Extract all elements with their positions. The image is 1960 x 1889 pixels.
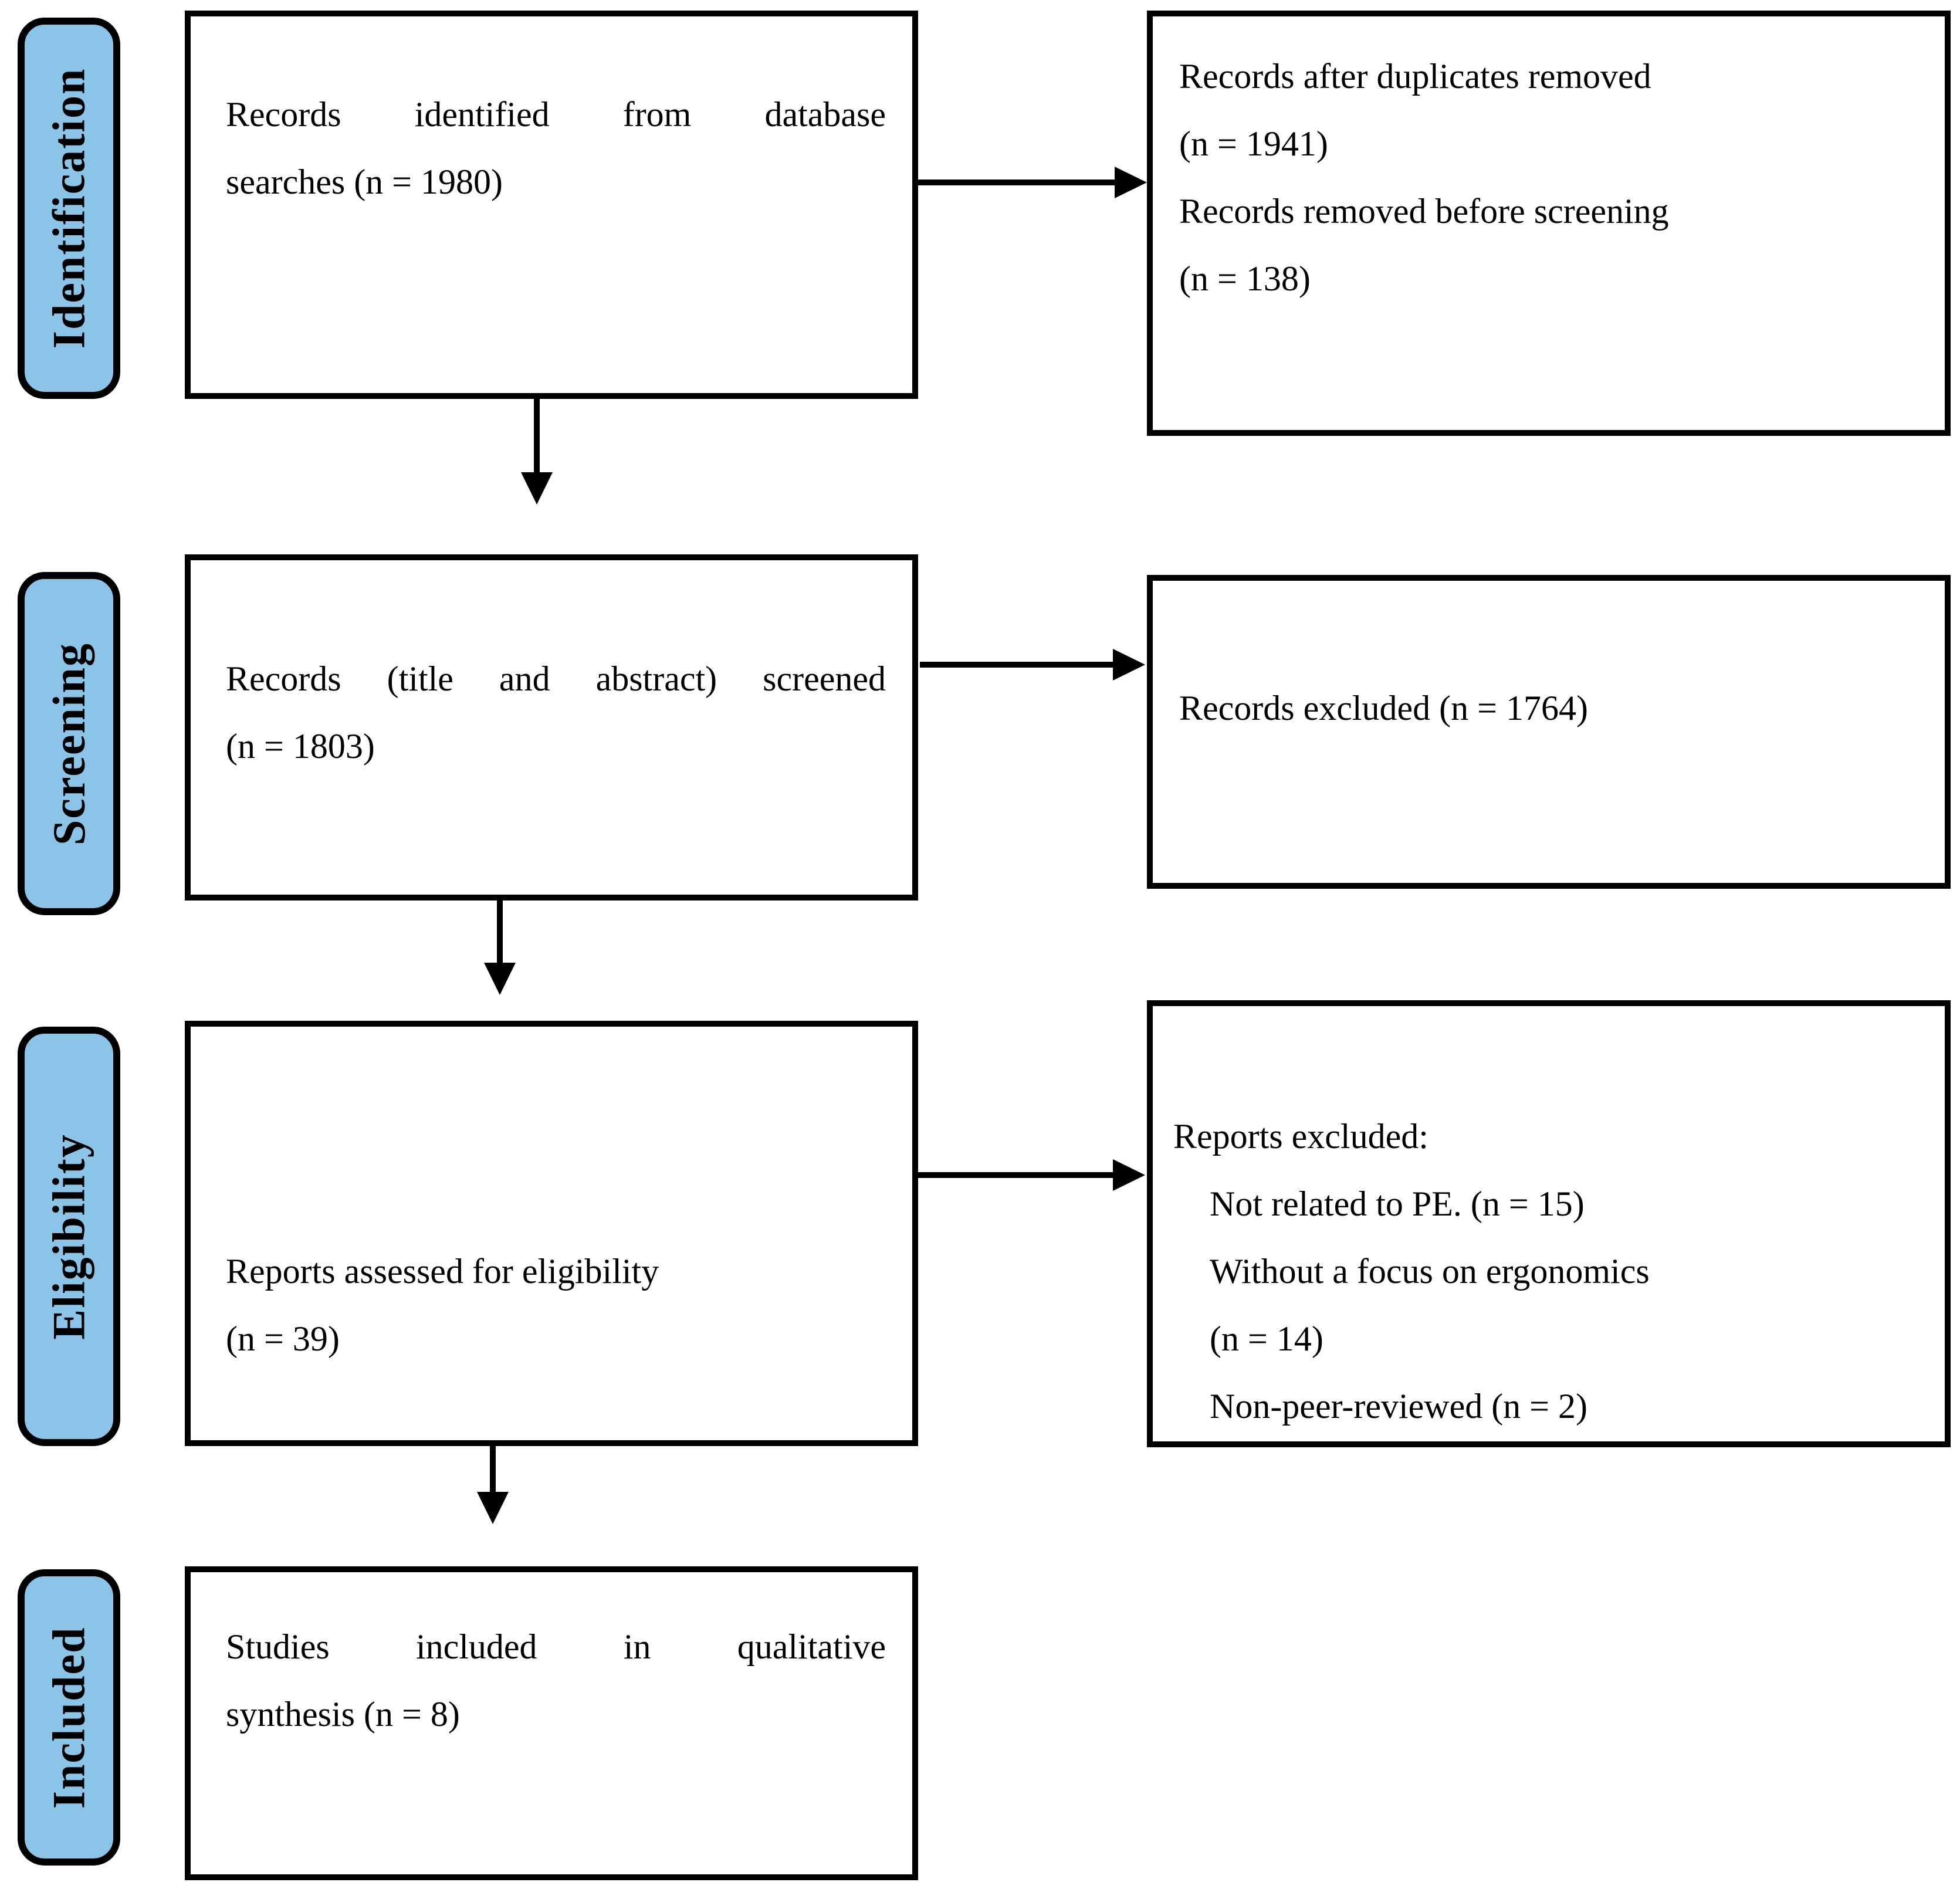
arrow-head-icon [1113,1159,1145,1191]
stage-label-text: Identification [43,67,94,349]
arrow-assessed-to-excluded [918,1159,1145,1191]
box-text-line: (n = 138) [1179,259,1311,298]
stage-label-identification: Identification [18,18,120,399]
arrow-head-icon [1115,167,1147,198]
stage-label-text: Included [43,1626,94,1809]
stage-label-included: Included [18,1569,120,1866]
arrow-head-icon [484,963,516,995]
box-text-line: (n = 1803) [226,727,375,766]
arrow-shaft [490,1444,496,1496]
box-text-line: (n = 39) [226,1319,340,1358]
stage-label-screening: Screening [18,572,120,915]
stage-label-text: Eligibility [43,1133,94,1340]
records-screened-box: Records (title and abstract) screened (n… [185,554,918,901]
box-text-line: Without a focus on ergonomics [1210,1252,1650,1291]
arrow-shaft [534,394,540,476]
arrow-shaft [920,662,1117,668]
box-text-line: (n = 14) [1210,1319,1323,1358]
box-text-line: Not related to PE. (n = 15) [1210,1184,1585,1223]
records-excluded-box: Records excluded (n = 1764) [1147,575,1951,889]
box-text-line: Records identified from database [226,95,886,134]
arrow-screened-to-assessed [482,900,517,995]
box-text-line: Records after duplicates removed [1179,57,1651,96]
arrow-shaft [918,1172,1117,1178]
box-text-line: Reports assessed for eligibility [226,1252,659,1291]
box-text-line: (n = 1941) [1179,124,1328,163]
stage-label-text: Screening [43,642,94,845]
box-text-line: Records removed before screening [1179,192,1669,231]
box-text-line: Records (title and abstract) screened [226,659,886,698]
arrow-shaft [918,180,1119,185]
reports-excluded-box: Reports excluded: Not related to PE. (n … [1147,1000,1951,1447]
arrow-identified-to-duplicates [918,167,1147,198]
arrow-screened-to-excluded [920,649,1145,681]
box-text-line: Non-peer-reviewed (n = 2) [1210,1387,1588,1426]
stage-label-eligibility: Eligibility [18,1027,120,1446]
records-identified-box: Records identified from database searche… [185,11,918,399]
studies-included-box: Studies included in qualitative synthesi… [185,1566,918,1880]
arrow-assessed-to-included [475,1444,510,1524]
reports-assessed-box: Reports assessed for eligibility (n = 39… [185,1021,918,1446]
box-text-line: Studies included in qualitative [226,1627,886,1666]
arrow-identified-to-screened [519,394,554,505]
arrow-head-icon [521,472,553,505]
box-text-line: searches (n = 1980) [226,163,503,201]
box-text-line: synthesis (n = 8) [226,1695,460,1734]
arrow-head-icon [477,1492,509,1524]
box-text-line: Reports excluded: [1173,1117,1428,1156]
records-after-duplicates-box: Records after duplicates removed (n = 19… [1147,11,1951,436]
box-text-line: Records excluded (n = 1764) [1179,689,1588,727]
arrow-head-icon [1113,649,1145,681]
arrow-shaft [497,900,503,967]
